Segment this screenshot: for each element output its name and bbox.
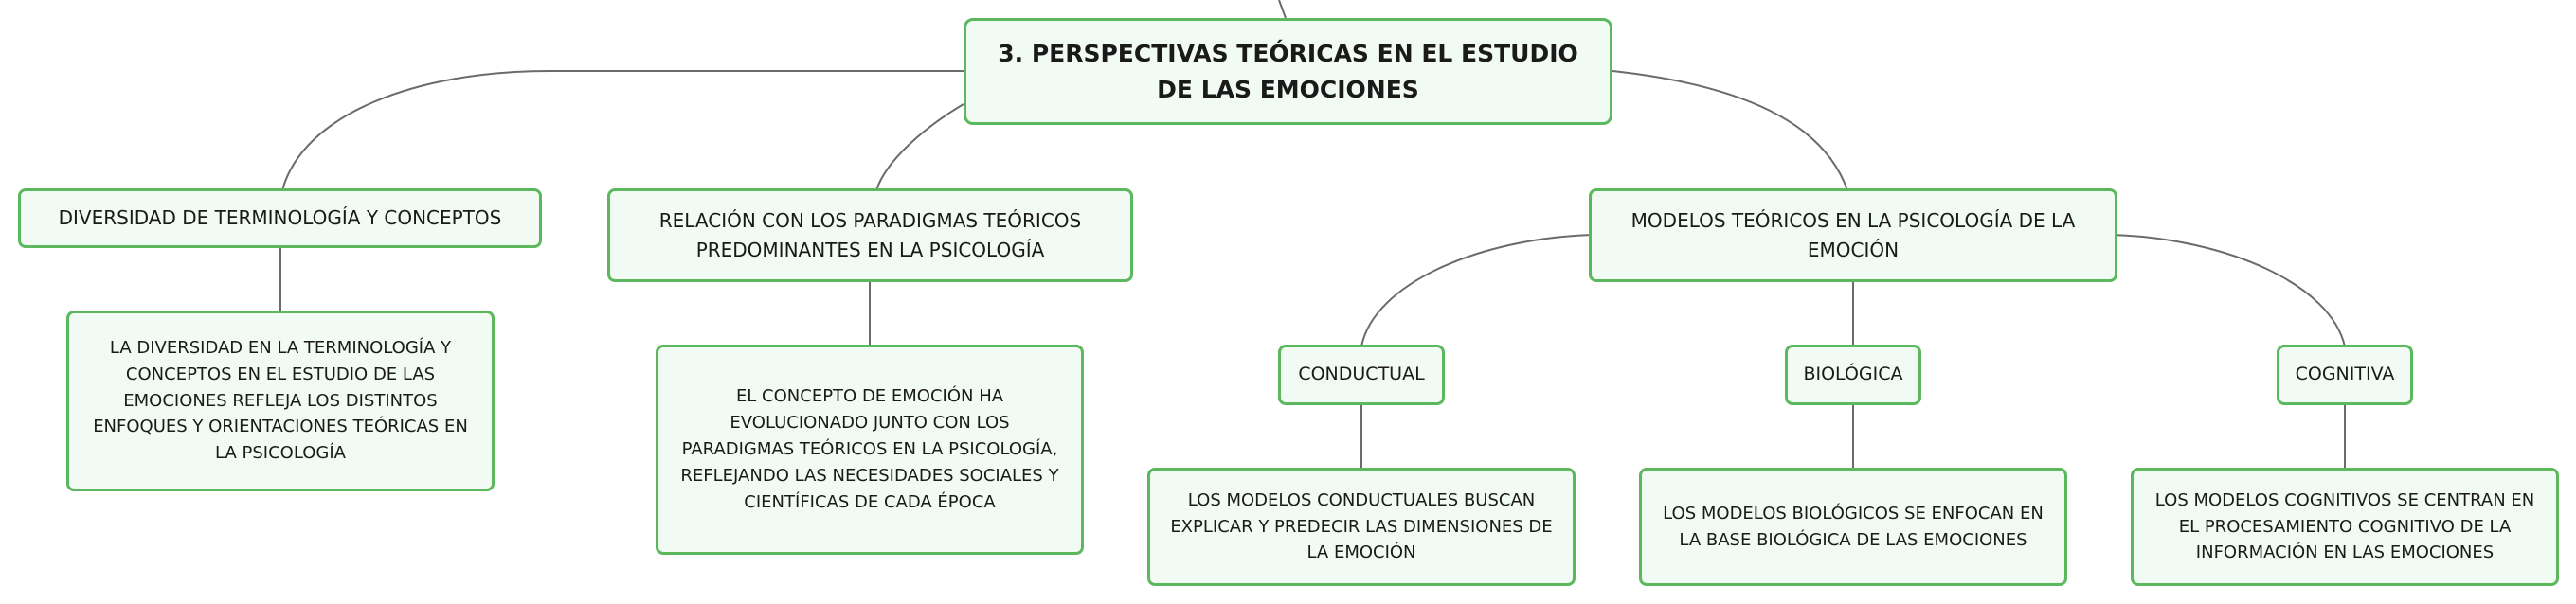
detail-conductual[interactable]: LOS MODELOS CONDUCTUALES BUSCAN EXPLICAR… xyxy=(1147,468,1576,586)
category-conductual[interactable]: CONDUCTUAL xyxy=(1278,345,1445,405)
topic-modelos[interactable]: MODELOS TEÓRICOS EN LA PSICOLOGÍA DE LA … xyxy=(1589,188,2117,282)
detail-diversidad-text: LA DIVERSIDAD EN LA TERMINOLOGÍA Y CONCE… xyxy=(93,337,468,464)
root-topic[interactable]: 3. PERSPECTIVAS TEÓRICAS EN EL ESTUDIO D… xyxy=(964,18,1612,125)
topic-relacion[interactable]: RELACIÓN CON LOS PARADIGMAS TEÓRICOS PRE… xyxy=(607,188,1133,282)
topic-modelos-label: MODELOS TEÓRICOS EN LA PSICOLOGÍA DE LA … xyxy=(1630,208,2076,261)
connector-root-modelos xyxy=(1612,70,1848,191)
detail-cognitiva-text: LOS MODELOS COGNITIVOS SE CENTRAN EN EL … xyxy=(2154,489,2535,563)
connector-root-parent xyxy=(1278,0,1287,19)
category-biologica-label: BIOLÓGICA xyxy=(1803,364,1903,385)
detail-relacion-text: EL CONCEPTO DE EMOCIÓN HA EVOLUCIONADO J… xyxy=(680,386,1059,512)
category-cognitiva-label: COGNITIVA xyxy=(2295,364,2395,385)
detail-relacion[interactable]: EL CONCEPTO DE EMOCIÓN HA EVOLUCIONADO J… xyxy=(656,345,1084,555)
detail-biologica[interactable]: LOS MODELOS BIOLÓGICOS SE ENFOCAN EN LA … xyxy=(1639,468,2067,586)
topic-diversidad[interactable]: DIVERSIDAD DE TERMINOLOGÍA Y CONCEPTOS xyxy=(18,188,542,248)
detail-cognitiva[interactable]: LOS MODELOS COGNITIVOS SE CENTRAN EN EL … xyxy=(2131,468,2559,586)
topic-relacion-label: RELACIÓN CON LOS PARADIGMAS TEÓRICOS PRE… xyxy=(658,208,1082,261)
detail-diversidad[interactable]: LA DIVERSIDAD EN LA TERMINOLOGÍA Y CONCE… xyxy=(66,311,495,491)
connector-root-relacion xyxy=(875,103,964,191)
category-conductual-label: CONDUCTUAL xyxy=(1298,364,1425,385)
root-title: 3. PERSPECTIVAS TEÓRICAS EN EL ESTUDIO D… xyxy=(998,40,1578,103)
topic-diversidad-label: DIVERSIDAD DE TERMINOLOGÍA Y CONCEPTOS xyxy=(58,206,502,229)
detail-biologica-text: LOS MODELOS BIOLÓGICOS SE ENFOCAN EN LA … xyxy=(1663,503,2044,550)
connector-modelos-cognitiva xyxy=(2112,234,2346,347)
connector-root-diversidad xyxy=(281,70,964,191)
connector-modelos-conductual xyxy=(1360,234,1593,347)
category-biologica[interactable]: BIOLÓGICA xyxy=(1785,345,1921,405)
category-cognitiva[interactable]: COGNITIVA xyxy=(2277,345,2413,405)
detail-conductual-text: LOS MODELOS CONDUCTUALES BUSCAN EXPLICAR… xyxy=(1170,489,1553,563)
